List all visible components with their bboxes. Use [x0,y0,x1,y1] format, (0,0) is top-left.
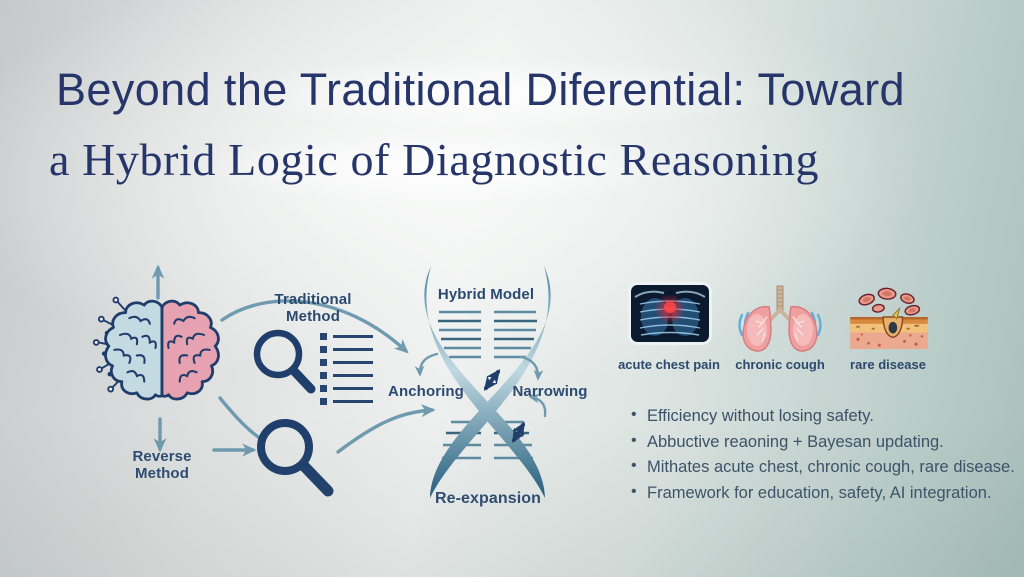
small-curved-arrow-left [414,352,439,377]
list-item: • Abbuctive reaoning + Bayesan updating. [630,431,1010,452]
brain-icon [92,296,220,401]
case-label-acute-chest-pain: acute chest pain [618,357,720,372]
double-arrow-center [483,369,501,391]
magnifier-checklist-icon [253,329,373,405]
traditional-curve-arrow [220,299,409,354]
bullet-icon: • [631,431,637,449]
bullet-icon: • [631,482,637,500]
bullet-text: Efficiency without losing safety. [647,407,874,425]
chest-xray-image [628,282,712,345]
double-arrow-lower [511,421,526,444]
traditional-method-label: Traditional Method [274,291,352,326]
hybrid-model-label: Hybrid Model [437,286,535,303]
reverse-curve-arrow [336,404,436,454]
list-item: • Framework for education, safety, AI int… [630,482,1010,503]
list-item: • Efficiency without losing safety. [630,406,1010,426]
bullet-text: Abbuctive reaoning + Bayesan updating. [647,432,944,451]
key-points-list: • Efficiency without losing safety. • Abbu… [630,406,1015,509]
lungs-illustration [738,285,822,352]
list-item: • Mithates acute chest, chronic cough, ra… [630,457,1015,477]
bullet-text: Framework for education, safety, AI inte… [647,483,992,502]
bullet-text: Mithates acute chest, chronic cough, rar… [647,458,1015,476]
dna-helix-hybrid-model [414,266,551,498]
case-label-chronic-cough: chronic cough [735,357,825,372]
bullet-icon: • [631,457,637,474]
magnifier-icon [257,419,334,497]
bullet-icon: • [631,406,637,423]
small-curved-arrow-right-top [519,355,544,381]
narrowing-label: Narrowing [512,383,588,400]
helix-strand-right [430,266,551,498]
slide-title-line1: Beyond the Traditional Diferential: Towa… [56,64,905,115]
reexpansion-label: Re-expansion [434,490,542,507]
anchoring-label: Anchoring [388,383,464,400]
small-curved-arrow-right-bottom [528,393,547,418]
skin-cross-section-with-cells-illustration [850,287,928,350]
reverse-method-label: Reverse Method [132,448,192,482]
slide-title-line2: a Hybrid Logic of Diagnostic Reasoning [49,134,820,185]
case-label-rare-disease: rare disease [850,357,926,372]
